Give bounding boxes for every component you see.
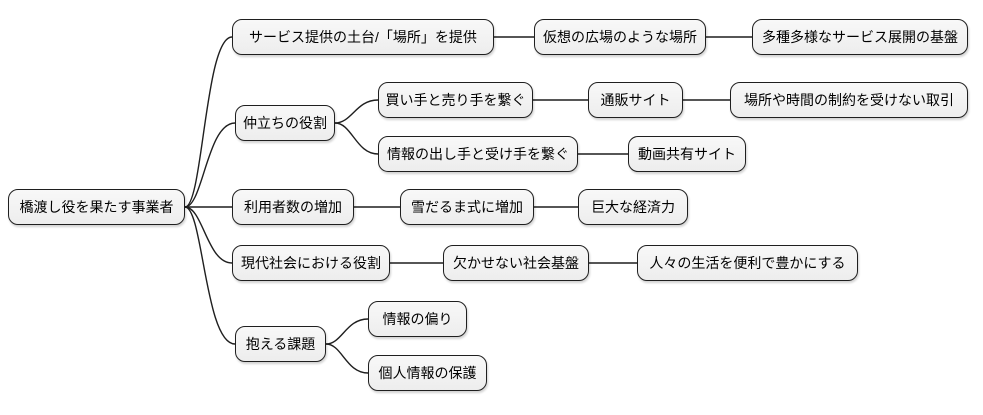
node-no-constraints: 場所や時間の制約を受けない取引	[730, 82, 968, 118]
node-economic-power: 巨大な経済力	[578, 189, 688, 225]
node-infrastructure: 欠かせない社会基盤	[443, 245, 589, 281]
node-privacy: 個人情報の保護	[368, 355, 487, 391]
node-user-growth: 利用者数の増加	[232, 189, 354, 225]
node-modern-role: 現代社会における役割	[232, 245, 390, 281]
connector-root-challenges	[184, 206, 236, 345]
connector-root-platform	[184, 36, 233, 208]
connector-mediator-info-connect	[334, 122, 379, 155]
node-video-site: 動画共有サイト	[628, 136, 746, 172]
node-foundation: 多種多様なサービス展開の基盤	[752, 19, 968, 55]
node-snowball: 雪だるま式に増加	[400, 189, 534, 225]
node-platform: サービス提供の土台/「場所」を提供	[232, 19, 494, 55]
connector-root-modern-role	[184, 206, 233, 264]
connector-challenges-info-bias	[325, 318, 369, 345]
node-info-bias: 情報の偏り	[368, 301, 467, 337]
node-enrich-life: 人々の生活を便利で豊かにする	[637, 245, 858, 281]
node-root: 橋渡し役を果たす事業者	[8, 189, 185, 225]
connector-challenges-privacy	[325, 343, 369, 374]
connector-mediator-buyer-seller	[334, 99, 379, 124]
connector-root-mediator	[184, 122, 236, 208]
node-info-connect: 情報の出し手と受け手を繋ぐ	[378, 136, 578, 172]
node-mediator: 仲立ちの役割	[235, 105, 335, 141]
node-challenges: 抱える課題	[235, 326, 326, 362]
node-buyer-seller: 買い手と売り手を繋ぐ	[378, 82, 533, 118]
node-ec-site: 通販サイト	[588, 82, 683, 118]
node-plaza: 仮想の広場のような場所	[534, 19, 706, 55]
